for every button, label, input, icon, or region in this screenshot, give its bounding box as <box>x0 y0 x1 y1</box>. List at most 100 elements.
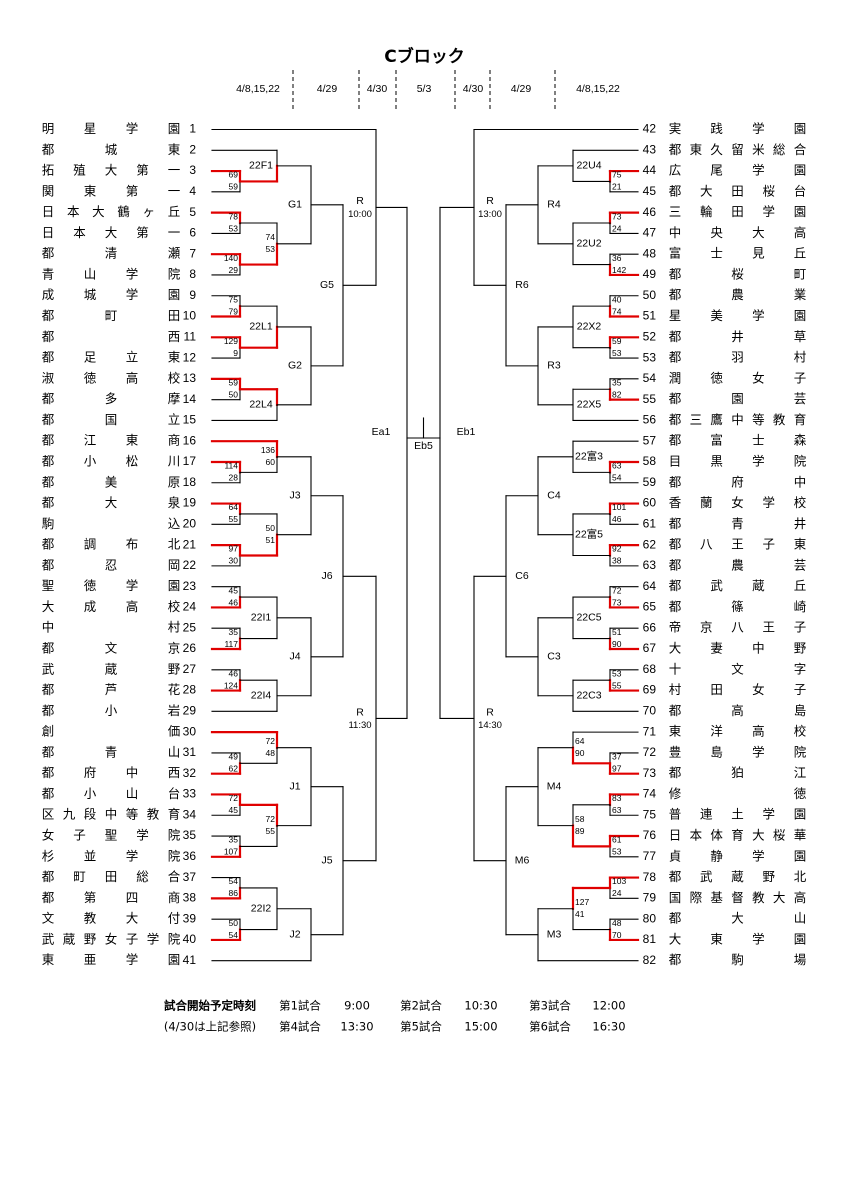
score-top: 69 <box>229 170 239 180</box>
match-label: 22C5 <box>576 612 601 624</box>
match-label: R <box>356 706 364 718</box>
team-name-char: 山 <box>168 744 181 759</box>
match-label: J1 <box>289 780 300 792</box>
match-label: 22X2 <box>577 321 602 333</box>
team-name: 都武蔵丘 <box>669 578 807 593</box>
team-name: 東洋高校 <box>669 724 807 739</box>
team-name: 潤徳女子 <box>669 370 807 385</box>
score-top: 97 <box>229 544 239 554</box>
team-name-char: 中 <box>126 765 139 780</box>
score-top: 101 <box>612 502 626 512</box>
team-name: 都第四商 <box>42 890 181 905</box>
team-name: 都八王子東 <box>669 537 807 552</box>
team-number: 81 <box>643 932 657 946</box>
score-bottom: 53 <box>266 244 276 254</box>
team-name-char: 校 <box>168 599 181 614</box>
team-name-char: 都 <box>42 495 55 510</box>
team-name-char: 王 <box>731 537 744 552</box>
team-name-char: 文 <box>105 641 118 656</box>
team-name-char: 子 <box>794 620 807 635</box>
team-name-char: 芸 <box>794 557 807 572</box>
team-name-char: 大 <box>92 204 105 219</box>
team-name-char: 学 <box>762 495 775 510</box>
team-name-char: 学 <box>147 931 160 946</box>
team-name-char: 院 <box>168 931 181 946</box>
schedule-time: 16:30 <box>592 1020 625 1034</box>
team-name: 区九段中等教育 <box>42 807 181 822</box>
team-name-char: 東 <box>168 350 181 365</box>
score-bottom: 30 <box>229 556 239 566</box>
team-name: 都農芸 <box>669 557 807 572</box>
team-name: 中村 <box>42 620 181 635</box>
match-label: J2 <box>289 929 300 941</box>
match-label: J3 <box>289 490 300 502</box>
team-name: 実践学園 <box>669 121 807 136</box>
team-name-char: 園 <box>794 848 807 863</box>
team-name-char: 子 <box>762 537 775 552</box>
team-name-char: 本 <box>690 828 703 843</box>
team-number: 65 <box>643 600 657 614</box>
team-name-char: 八 <box>700 537 713 552</box>
team-name-char: 都 <box>42 537 55 552</box>
team-name-char: 都 <box>669 537 682 552</box>
team-name-char: 徳 <box>84 578 97 593</box>
team-name-char: 院 <box>168 266 181 281</box>
team-number: 71 <box>643 724 657 738</box>
team-name: 都城東 <box>42 142 181 157</box>
page-title: Cブロック <box>384 46 464 67</box>
score-bottom: 74 <box>612 306 622 316</box>
team-number: 55 <box>643 392 657 406</box>
team-name-char: 付 <box>168 911 181 926</box>
team-name: 青山学院 <box>42 266 181 281</box>
match-time: 11:30 <box>348 720 371 731</box>
team-name-char: 第 <box>136 225 149 240</box>
match-label: 22富5 <box>575 527 603 540</box>
match-label: 22富3 <box>575 450 603 463</box>
match-label: J4 <box>289 651 300 663</box>
team-number: 72 <box>643 745 657 759</box>
schedule-time: 15:00 <box>464 1020 497 1034</box>
team-name-char: 字 <box>794 661 807 676</box>
team-name-char: 台 <box>168 786 181 801</box>
score-top: 35 <box>229 627 239 637</box>
team-number: 25 <box>183 620 197 634</box>
team-name-char: 学 <box>752 744 765 759</box>
team-name-char: 松 <box>126 453 139 468</box>
score-bottom: 50 <box>229 390 239 400</box>
team-name-char: 第 <box>84 890 97 905</box>
semifinal-label: Eb1 <box>457 426 476 438</box>
team-name-char: 日 <box>669 828 682 843</box>
team-name-char: 田 <box>105 869 118 884</box>
team-name-char: 八 <box>731 620 744 635</box>
team-name-char: 都 <box>42 433 55 448</box>
team-name-char: 桜 <box>762 183 775 198</box>
team-name-char: 大 <box>752 225 765 240</box>
team-name-char: 子 <box>73 828 86 843</box>
team-name-char: 小 <box>84 453 97 468</box>
team-name-char: 潤 <box>669 370 682 385</box>
team-name-char: 女 <box>752 682 765 697</box>
team-name: 都忍岡 <box>42 557 181 572</box>
team-name-char: 徳 <box>710 370 723 385</box>
team-number: 42 <box>643 122 657 136</box>
score-bottom: 46 <box>612 514 622 524</box>
team-name-char: 小 <box>84 786 97 801</box>
team-name-char: 高 <box>794 890 807 905</box>
team-name-char: 本 <box>67 204 80 219</box>
match-label: G1 <box>288 199 302 211</box>
match-label: 22X5 <box>577 399 602 411</box>
team-name-char: 合 <box>794 142 807 157</box>
team-name-char: 都 <box>669 911 682 926</box>
team-name: 都富士森 <box>669 433 807 448</box>
team-name-char: 国 <box>105 412 118 427</box>
team-number: 77 <box>643 849 657 863</box>
team-name-char: 文 <box>731 661 744 676</box>
match-label: R <box>356 195 364 207</box>
team-number: 58 <box>643 454 657 468</box>
team-name-char: 学 <box>752 848 765 863</box>
team-name-char: 蔵 <box>105 661 118 676</box>
team-name-char: 摩 <box>168 391 181 406</box>
team-name-char: 都 <box>42 682 55 697</box>
schedule-note: (4/30は上記参照) <box>164 1020 256 1034</box>
team-name: 十文字 <box>669 661 807 676</box>
